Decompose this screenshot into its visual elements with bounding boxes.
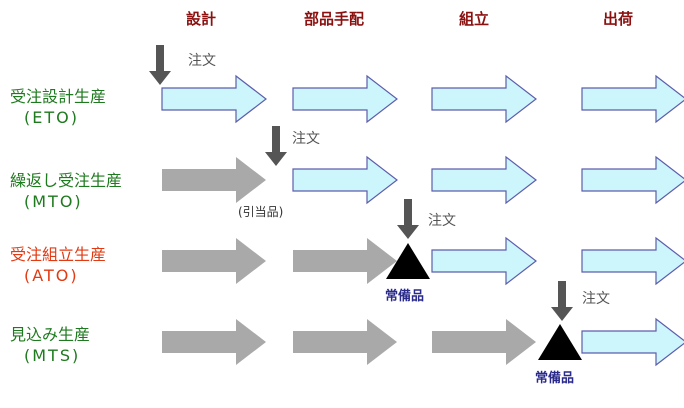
allocated-note: (引当品) [238, 205, 284, 219]
process-arrow-r2-c2 [431, 236, 537, 286]
process-arrow-r1-c3 [581, 155, 684, 205]
row-name: 見込み生産 [10, 325, 91, 344]
row-label-mto: 繰返し受注生産 (MTO) [10, 170, 122, 212]
row-name: 受注組立生産 [10, 245, 107, 264]
stage-header-design: 設計 [186, 10, 217, 28]
order-arrow-icon-r2 [397, 199, 419, 239]
process-arrow-r3-c2 [432, 319, 536, 365]
row-abbr: (ETO) [24, 108, 79, 127]
row-label-ato: 受注組立生産 (ATO) [10, 244, 106, 286]
process-arrow-r0-c0 [161, 74, 267, 124]
process-arrow-r1-c1 [292, 155, 398, 205]
process-arrow-r0-c3 [581, 74, 684, 124]
order-label-ato: 注文 [428, 213, 456, 229]
process-arrow-r2-c1 [293, 238, 397, 284]
row-abbr: (MTO) [24, 192, 83, 211]
stage-header-parts: 部品手配 [304, 10, 365, 28]
row-abbr: (ATO) [24, 266, 79, 285]
row-name: 繰返し受注生産 [10, 171, 123, 190]
order-label-eto: 注文 [188, 53, 216, 69]
row-label-eto: 受注設計生産 (ETO) [10, 86, 106, 128]
row-label-mts: 見込み生産 (MTS) [10, 324, 90, 366]
process-arrow-r1-c2 [431, 155, 537, 205]
process-arrow-r0-c2 [431, 74, 537, 124]
row-abbr: (MTS) [24, 346, 81, 365]
order-arrow-icon-r1 [265, 126, 287, 166]
process-arrow-r0-c1 [292, 74, 398, 124]
process-arrow-r2-c3 [581, 236, 684, 286]
order-label-mto: 注文 [292, 131, 320, 147]
process-arrow-r3-c1 [293, 319, 397, 365]
order-arrow-icon-r0 [149, 45, 171, 85]
process-arrow-r3-c3 [581, 317, 684, 367]
stock-label-mts: 常備品 [535, 371, 575, 386]
stage-header-assembly: 組立 [459, 10, 490, 28]
stock-label-ato: 常備品 [385, 289, 425, 304]
process-arrow-r1-c0 [162, 157, 266, 203]
process-arrow-r2-c0 [162, 238, 266, 284]
order-arrow-icon-r3 [551, 281, 573, 321]
stage-header-shipping: 出荷 [603, 10, 634, 28]
row-name: 受注設計生産 [10, 87, 107, 106]
stock-triangle-icon-mts [538, 324, 582, 360]
process-arrow-r3-c0 [162, 319, 266, 365]
stock-triangle-icon-ato [386, 243, 430, 279]
order-label-mts: 注文 [582, 291, 610, 307]
